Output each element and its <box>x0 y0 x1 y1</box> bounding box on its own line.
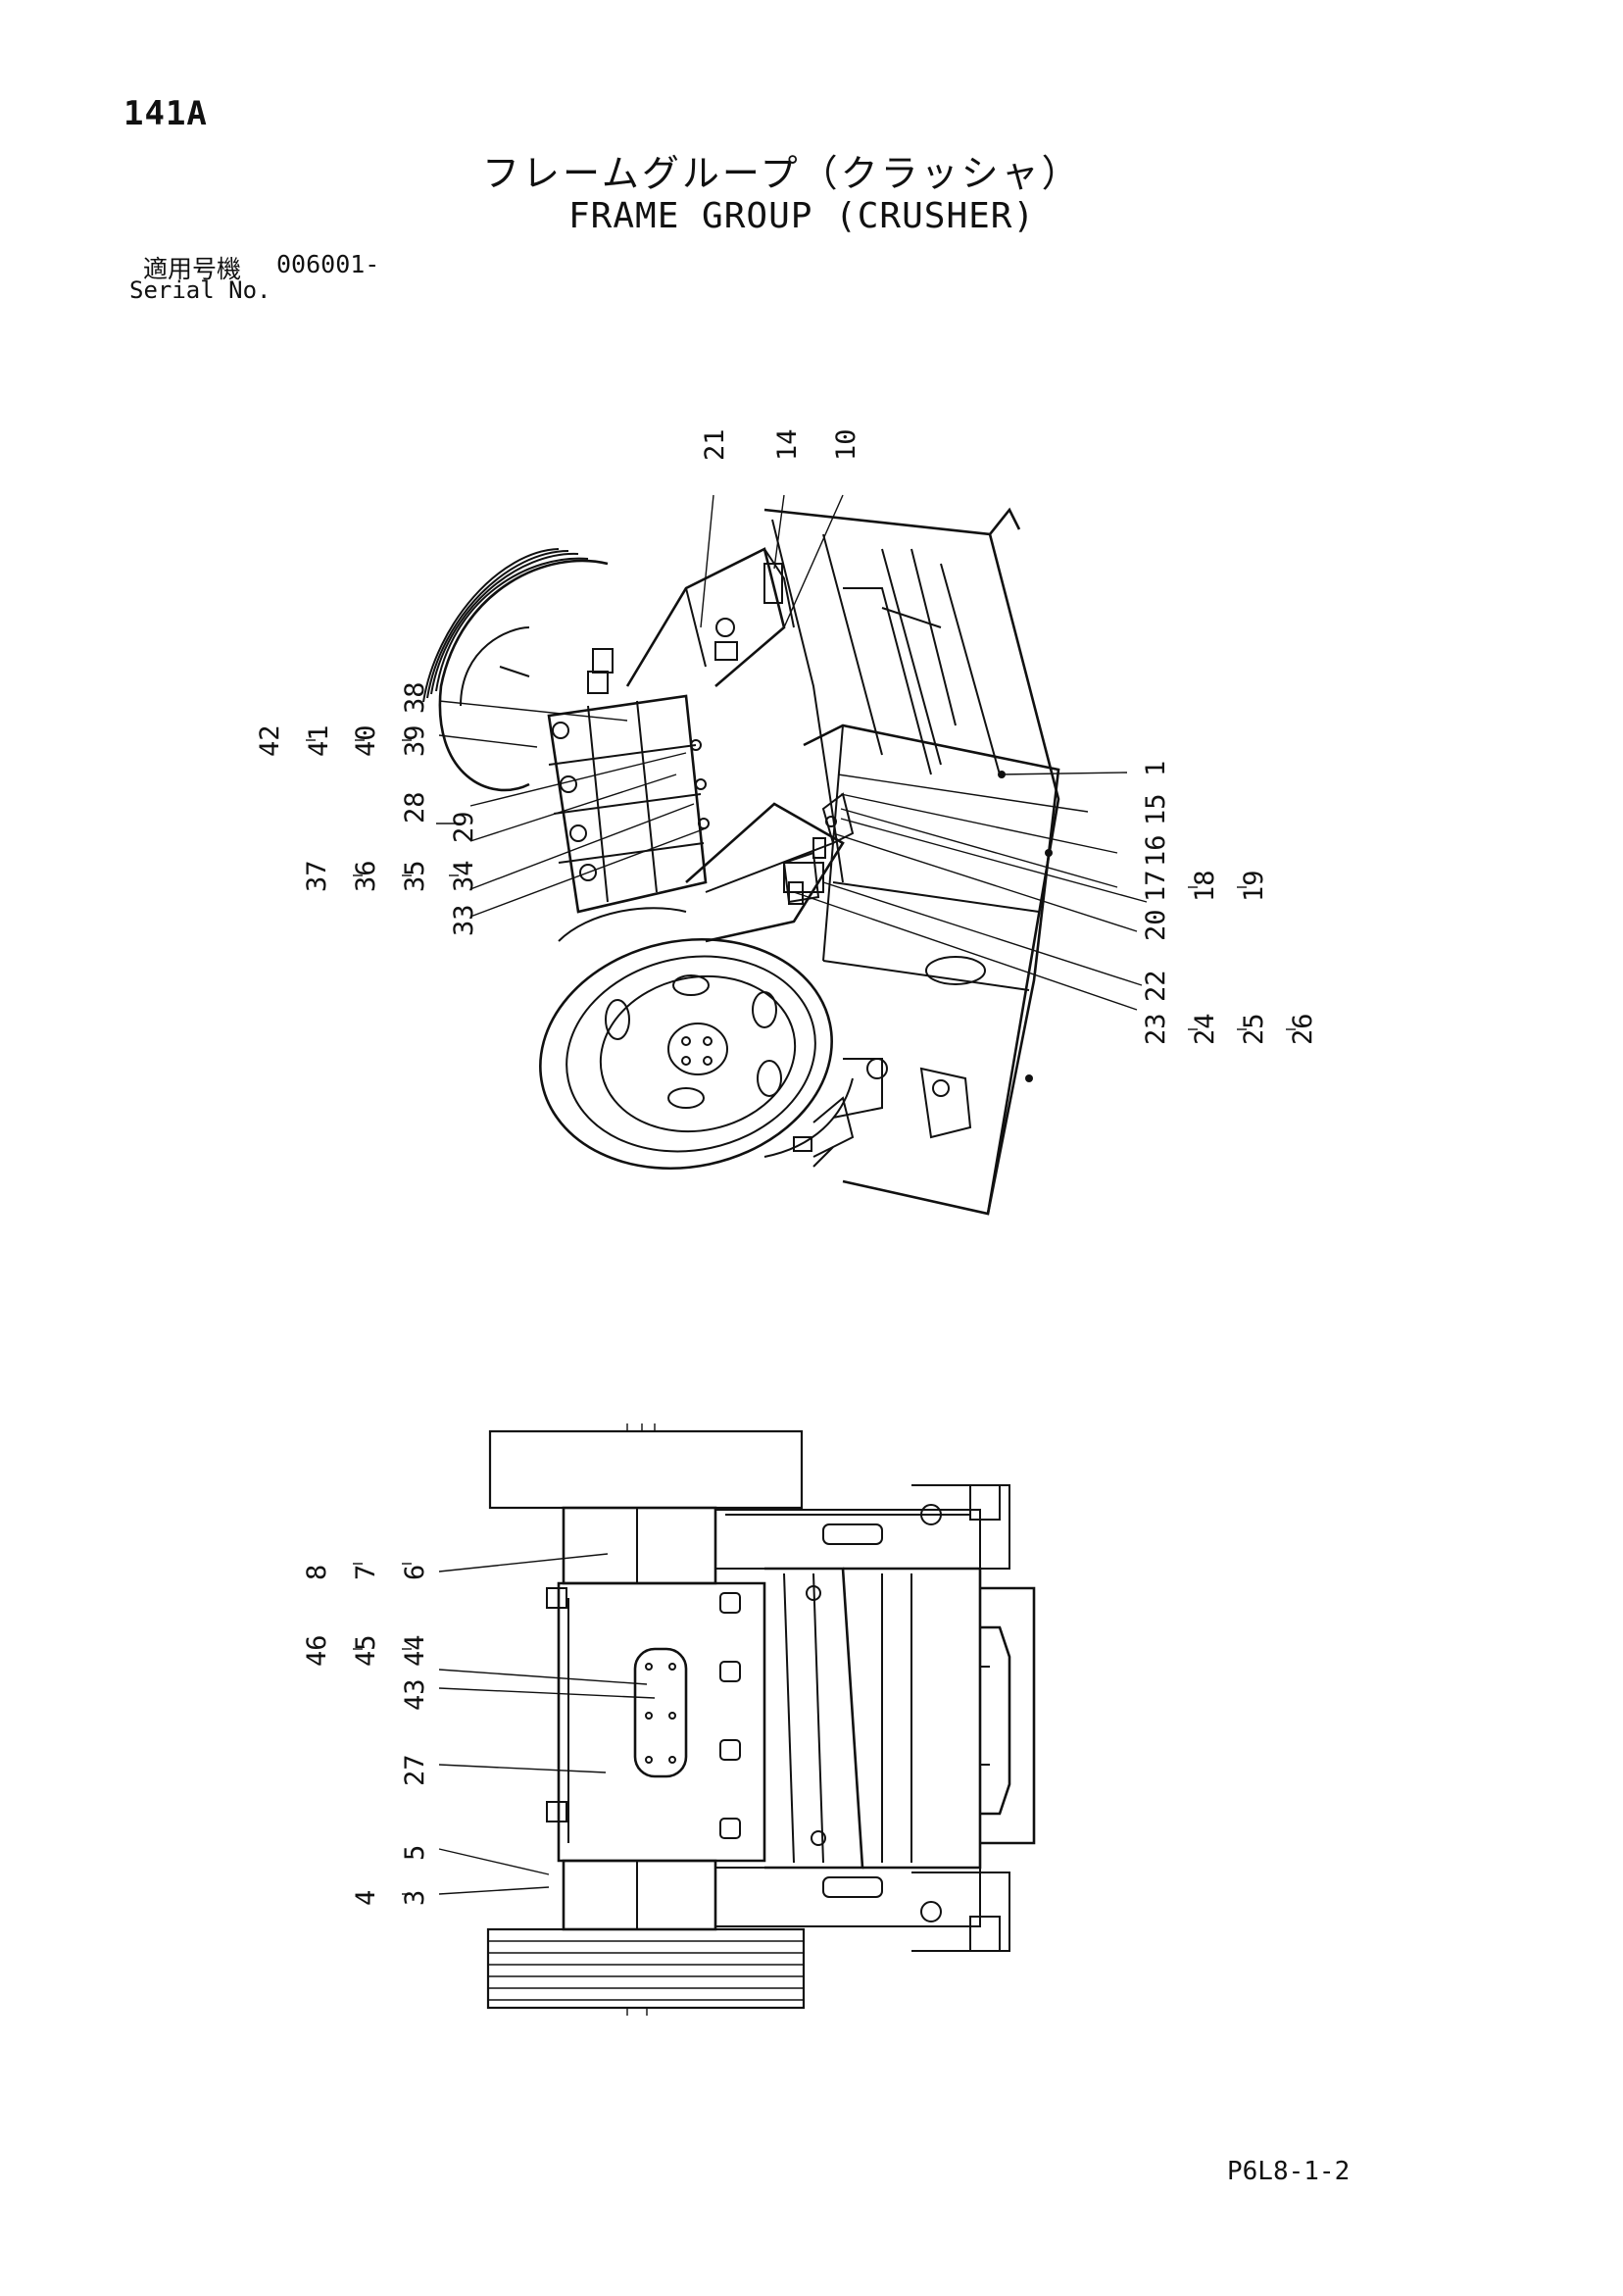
callout-35: 35 <box>400 860 430 892</box>
callout-19: 19 <box>1239 870 1269 902</box>
callout-41: 41 <box>304 724 334 757</box>
document-code: P6L8-1-2 <box>1227 2157 1351 2186</box>
serial-value: 006001- <box>276 250 380 278</box>
callout-38: 38 <box>400 681 430 714</box>
frame-body <box>547 507 1060 1216</box>
callout-14: 14 <box>772 428 803 461</box>
flywheel-rear <box>422 548 614 792</box>
callout-18: 18 <box>1190 870 1220 902</box>
callout-21: 21 <box>700 428 730 461</box>
callout-17: 17 <box>1141 870 1171 902</box>
callout-37: 37 <box>302 860 332 892</box>
leader-lines-top <box>438 494 1148 1011</box>
callout-29: 29 <box>449 811 479 843</box>
callout-1: 1 <box>1141 761 1171 776</box>
toggle-tension-assembly <box>793 1058 972 1168</box>
serial-label-english: Serial No. <box>129 276 271 304</box>
callout-36: 36 <box>351 860 381 892</box>
serial-label-japanese: 適用号機 <box>143 255 242 283</box>
callout-34: 34 <box>449 860 479 892</box>
callout-28: 28 <box>400 791 430 824</box>
callout-15: 15 <box>1141 793 1171 825</box>
callout-16: 16 <box>1141 834 1171 867</box>
callout-22: 22 <box>1141 970 1171 1002</box>
callout-33: 33 <box>449 904 479 936</box>
callouts-top: 21 14 10 38 39 40 41 42 28 29 33 34 35 3… <box>255 428 1318 1045</box>
callout-23: 23 <box>1141 1013 1171 1045</box>
callout-20: 20 <box>1141 909 1171 941</box>
page-title-english: FRAME GROUP (CRUSHER) <box>568 196 1036 236</box>
callout-10: 10 <box>831 428 861 461</box>
page-title-japanese: フレームグループ（クラッシャ） <box>482 152 1082 195</box>
callout-42: 42 <box>255 724 285 757</box>
callout-40: 40 <box>351 724 381 757</box>
callout-39: 39 <box>400 724 430 757</box>
page-number: 141A <box>123 94 208 133</box>
adjuster-cluster-right <box>782 792 855 905</box>
flywheel-front <box>539 907 854 1171</box>
